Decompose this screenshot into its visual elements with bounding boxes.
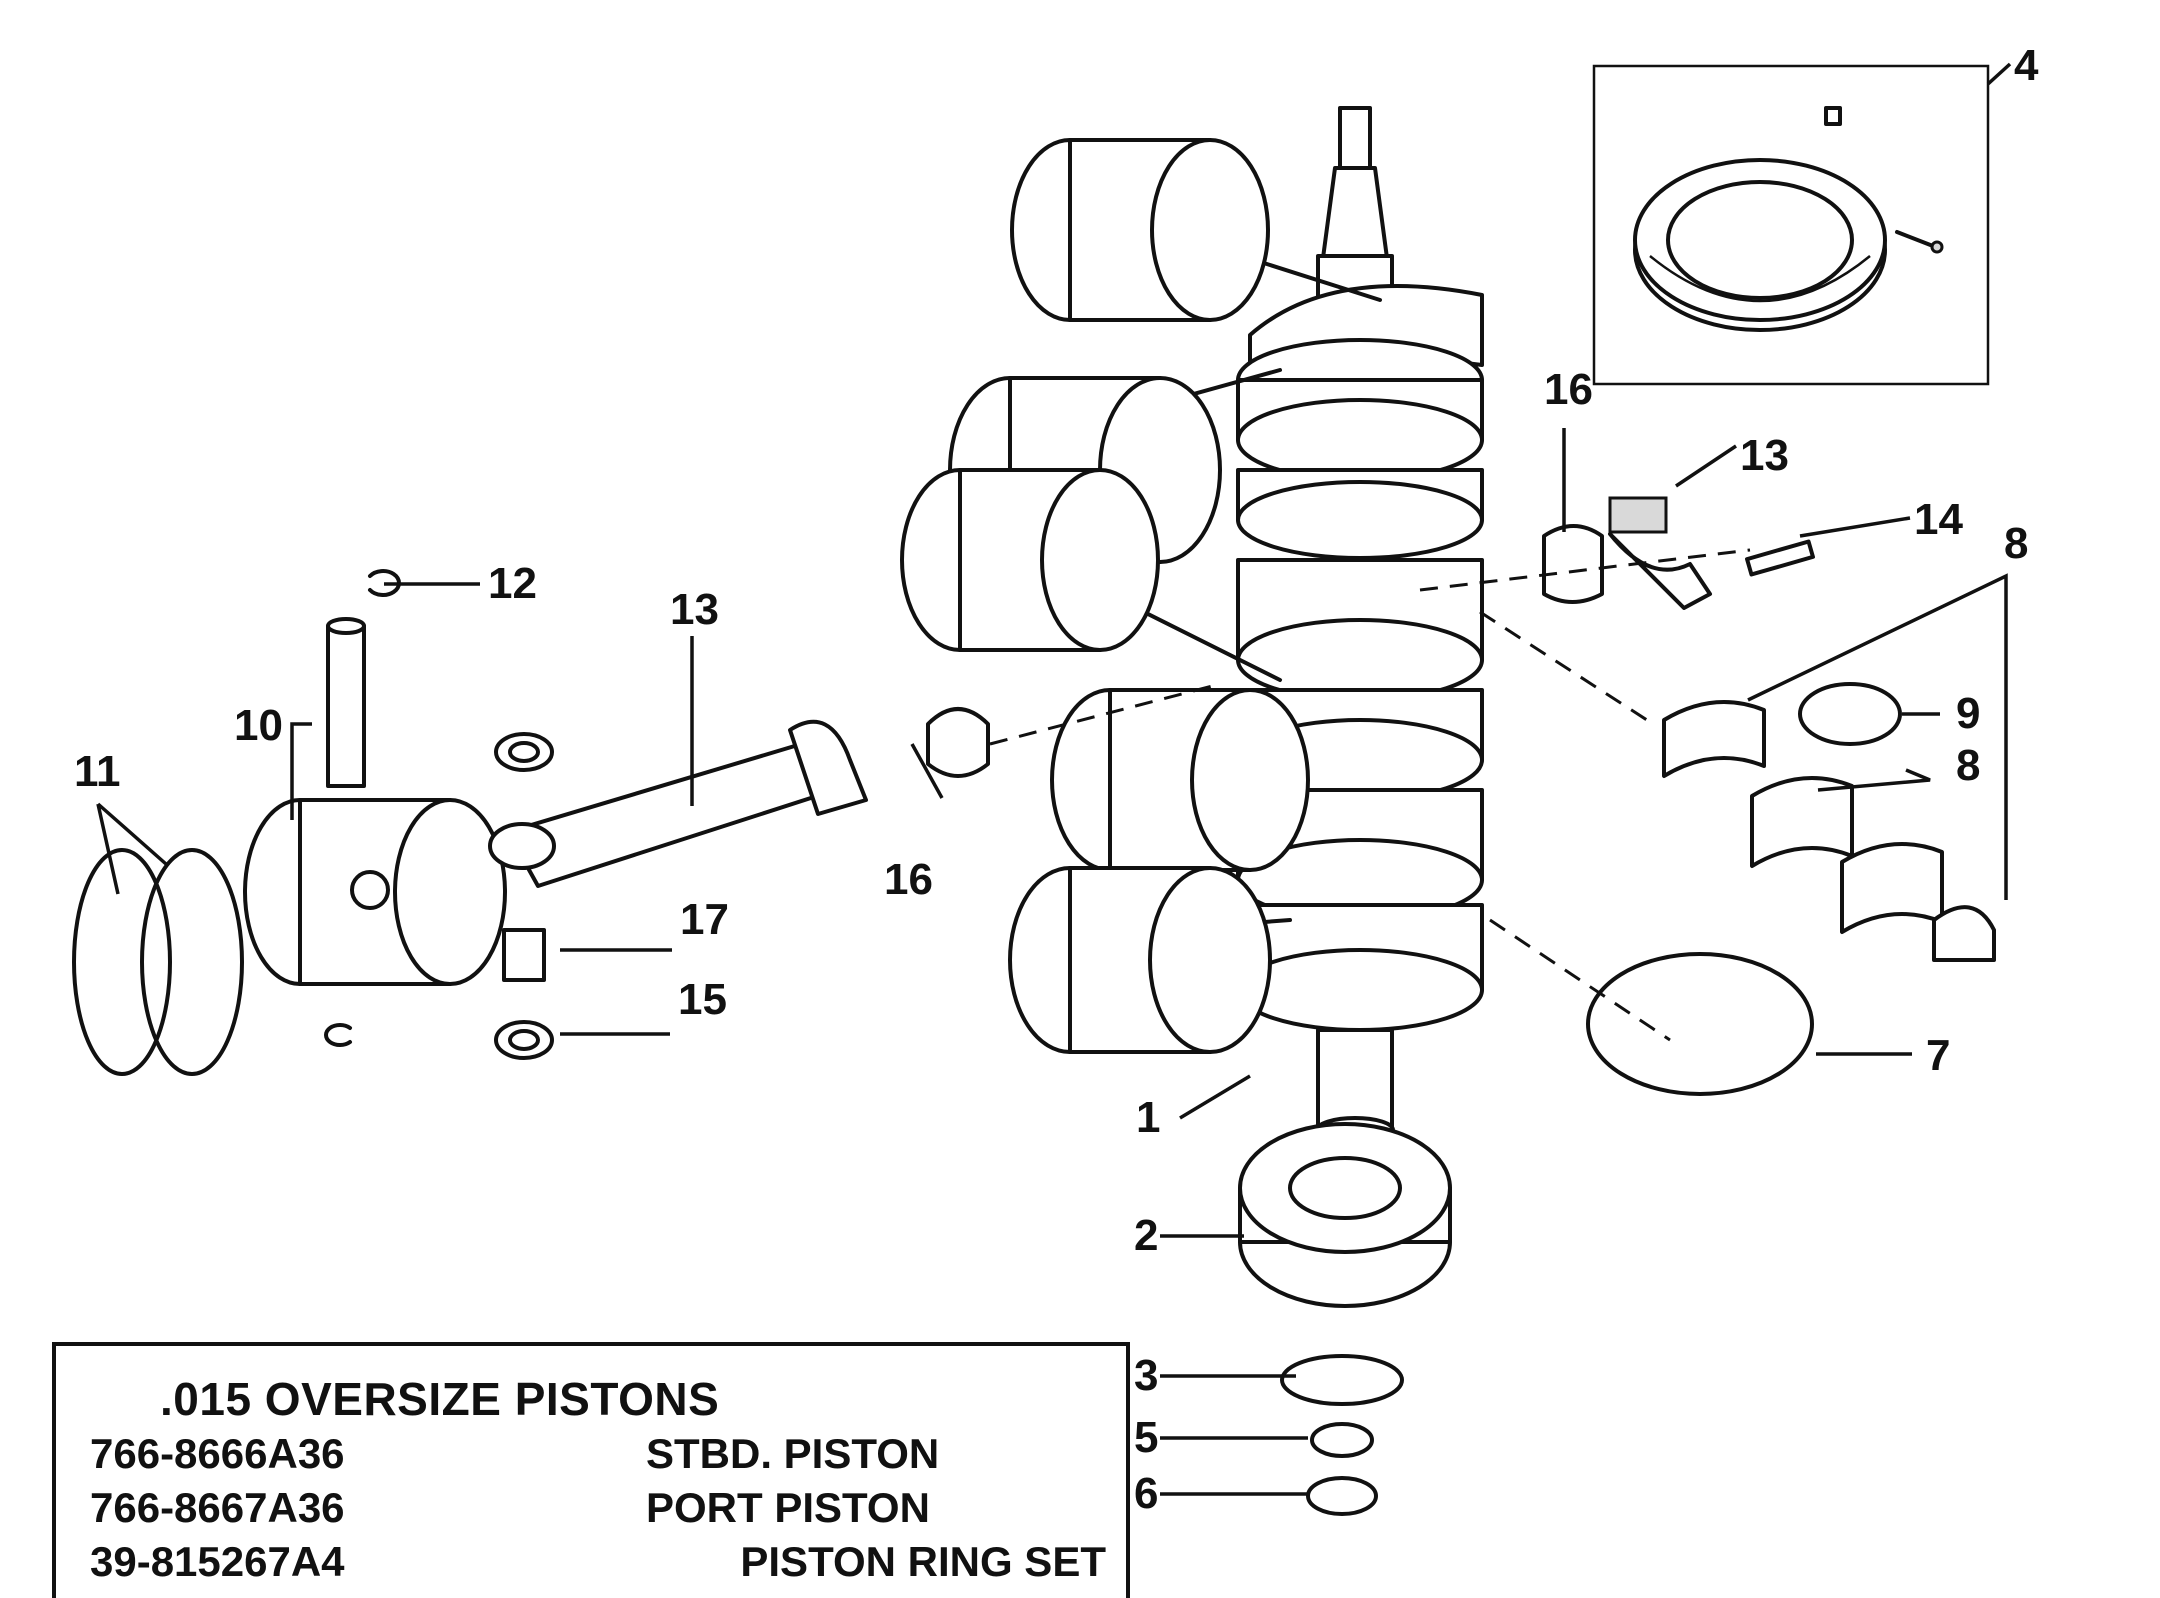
part-description: STBD. PISTON xyxy=(646,1430,940,1477)
oversize-pistons-table: .015 OVERSIZE PISTONS 766-8666A36 STBD. … xyxy=(52,1342,1130,1598)
callout-6: 6 xyxy=(1134,1469,1158,1518)
callout-2: 2 xyxy=(1134,1211,1158,1260)
callout-15: 15 xyxy=(678,975,727,1024)
guide-line-middle xyxy=(1479,610,1651,724)
locking-ring-part xyxy=(1586,952,1814,1096)
inset-box xyxy=(1592,64,1990,386)
callout-12: 12 xyxy=(488,559,537,608)
guide-line-upper xyxy=(1419,548,1751,592)
piston-rings-part xyxy=(72,848,244,1076)
part-description: PORT PISTON xyxy=(646,1484,930,1531)
callout-11: 11 xyxy=(74,747,121,796)
bearing-race-parts xyxy=(1662,682,1996,962)
lower-ring-parts xyxy=(1280,1354,1404,1516)
callout-17: 17 xyxy=(680,895,729,944)
guide-line-lower xyxy=(1489,918,1671,1042)
thrust-ring-part xyxy=(1633,106,1944,332)
table-title: .015 OVERSIZE PISTONS xyxy=(160,1373,720,1425)
table-row: 766-8667A36 PORT PISTON xyxy=(90,1484,1106,1538)
part-number: 39-815267A4 xyxy=(90,1538,345,1585)
table-row: 39-815267A4 PISTON RING SET xyxy=(90,1538,1106,1592)
ball-bearing-part xyxy=(1238,1122,1452,1308)
callout-16-right: 16 xyxy=(1544,365,1593,414)
callout-7: 7 xyxy=(1926,1031,1950,1080)
callout-9: 9 xyxy=(1956,689,1980,738)
callout-3: 3 xyxy=(1134,1351,1158,1400)
crankshaft-part xyxy=(1236,106,1484,1144)
table-row: 766-8666A36 STBD. PISTON xyxy=(90,1430,1106,1484)
callout-10: 10 xyxy=(234,701,283,750)
leader-lines xyxy=(96,62,2012,1496)
callout-13-right: 13 xyxy=(1740,431,1789,480)
callout-13-left: 13 xyxy=(670,585,719,634)
callout-8-upper: 8 xyxy=(2004,519,2028,568)
callout-5: 5 xyxy=(1134,1413,1158,1462)
connecting-rod-part xyxy=(488,719,868,888)
callout-4: 4 xyxy=(2014,41,2039,90)
part-number: 766-8666A36 xyxy=(90,1430,345,1477)
installed-pistons xyxy=(900,138,1382,1054)
part-number: 766-8667A36 xyxy=(90,1484,345,1531)
piston-part xyxy=(243,798,507,986)
bearing-cage-part xyxy=(1542,496,1815,610)
callout-14: 14 xyxy=(1914,495,1963,544)
needle-bearing-left-part xyxy=(926,707,990,778)
callout-16-left: 16 xyxy=(884,855,933,904)
part-description: PISTON RING SET xyxy=(740,1538,1106,1585)
small-bearing-parts xyxy=(494,732,554,1060)
callout-1: 1 xyxy=(1136,1093,1160,1142)
callout-8-lower: 8 xyxy=(1956,741,1980,790)
piston-pin-part xyxy=(326,617,366,788)
assembly-guide-line xyxy=(989,682,1221,746)
